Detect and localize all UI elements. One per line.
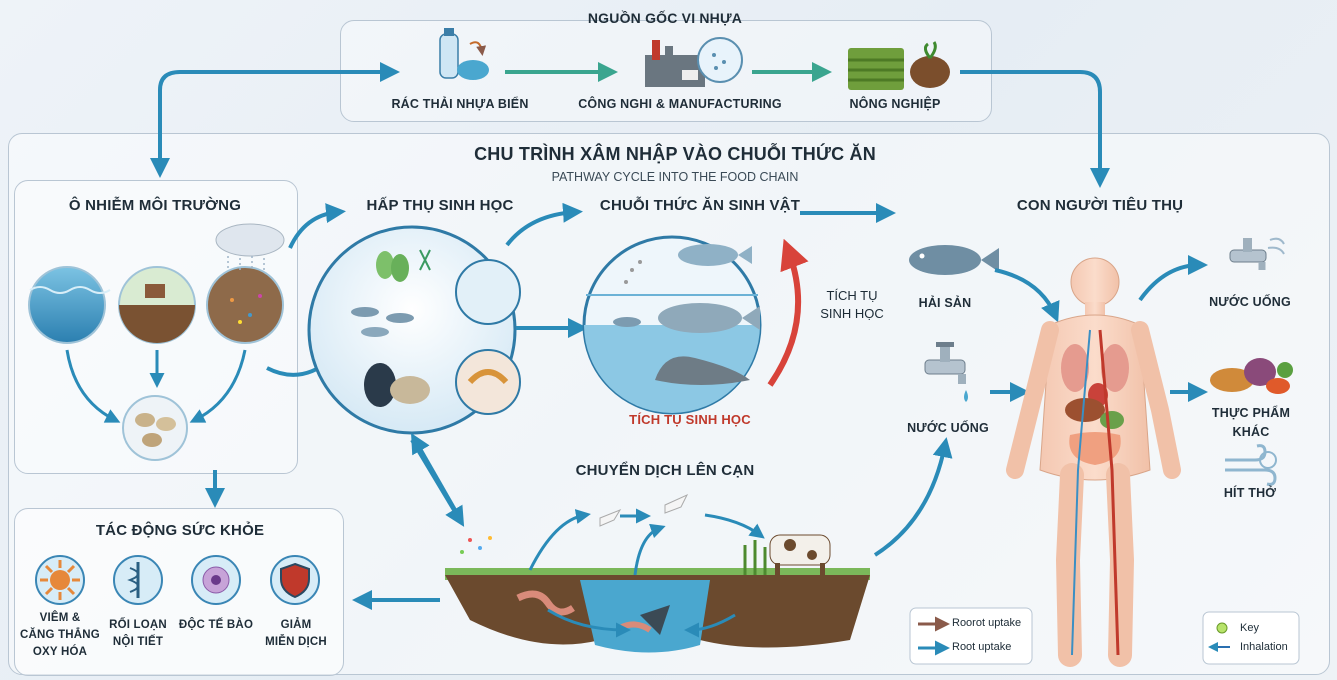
health-label-cell: ĐỘC TẾ BÀO [178, 619, 254, 631]
farm-field-icon [848, 41, 950, 90]
section-foodchain: CHUỖI THỨC ĂN SINH VẬT [599, 197, 801, 214]
bioaccumulation-bottom: TÍCH TỤ SINH HỌC [629, 412, 751, 427]
ocean-circle-icon [28, 266, 111, 344]
human-output-food-1: THỰC PHẨM [1211, 406, 1291, 420]
cycle-title: CHU TRÌNH XÂM NHẬP VÀO CHUỖI THỨC ĂN [474, 144, 876, 164]
source-label-industry: CÔNG NGHI & MANUFACTURING [578, 97, 782, 111]
health-label-immune-2: MIỄN DỊCH [265, 636, 327, 648]
legend-roots-label-2: Root uptake [952, 641, 1012, 653]
section-absorption: HẤP THỤ SINH HỌC [366, 197, 514, 214]
section-health: TÁC ĐỘNG SỨC KHỎE [95, 522, 265, 539]
shield-icon [270, 555, 320, 605]
faucet-output-icon [1229, 237, 1285, 270]
health-label-inflammation-3: OXY HÓA [32, 646, 88, 658]
food-icon [1210, 358, 1293, 394]
human-input-water: NƯỚC UỐNG [907, 421, 989, 435]
fish-seafood-icon [909, 245, 999, 275]
faucet-icon [924, 342, 968, 402]
bioaccumulation-side-1: TÍCH TỤ [826, 288, 878, 303]
inflammation-icon [35, 555, 85, 605]
rain-soil-circle-icon [206, 223, 285, 344]
health-label-immune-1: GIẢM [280, 619, 312, 631]
human-output-breath: HÍT THỞ [1223, 486, 1277, 500]
bioaccumulation-side-2: SINH HỌC [820, 306, 884, 321]
cycle-subtitle: PATHWAY CYCLE INTO THE FOOD CHAIN [551, 170, 799, 184]
human-input-seafood: HẢI SẢN [918, 296, 972, 310]
land-transfer-illustration [445, 493, 870, 653]
plastic-bottle-icon [439, 28, 489, 80]
section-human: CON NGƯỜI TIÊU THỤ [1016, 197, 1184, 214]
absorption-circle [307, 225, 521, 435]
soil-circle-icon [118, 266, 196, 344]
sources-title: NGUỒN GỐC VI NHỰA [587, 10, 743, 26]
health-label-endocrine-2: NỘI TIẾT [112, 636, 164, 648]
source-label-marine: RÁC THẢI NHỰA BIỂN [391, 97, 529, 111]
legend-key-box [1202, 611, 1300, 665]
human-output-food-2: KHÁC [1232, 425, 1270, 439]
cell-icon [191, 555, 241, 605]
shellfish-circle-icon [122, 395, 188, 461]
factory-icon [645, 37, 743, 87]
section-land: CHUYỂN DỊCH LÊN CẠN [575, 462, 755, 479]
legend-roots-label-1: Roorot uptake [952, 617, 1022, 629]
legend-key-label-1: Key [1240, 622, 1259, 634]
human-body-illustration [1006, 257, 1181, 667]
human-output-water: NƯỚC UỐNG [1209, 295, 1291, 309]
endocrine-icon [113, 555, 163, 605]
health-label-endocrine-1: RỐI LOẠN [109, 619, 167, 631]
source-label-agriculture: NÔNG NGHIỆP [849, 97, 941, 111]
health-label-inflammation-2: CĂNG THẲNG [20, 629, 100, 641]
wind-breath-icon [1225, 444, 1277, 486]
foodchain-circle [582, 235, 762, 415]
section-pollution: Ô NHIỄM MÔI TRƯỜNG [68, 197, 242, 214]
legend-key-label-2: Inhalation [1240, 641, 1288, 653]
health-label-inflammation-1: VIÊM & [39, 612, 81, 624]
